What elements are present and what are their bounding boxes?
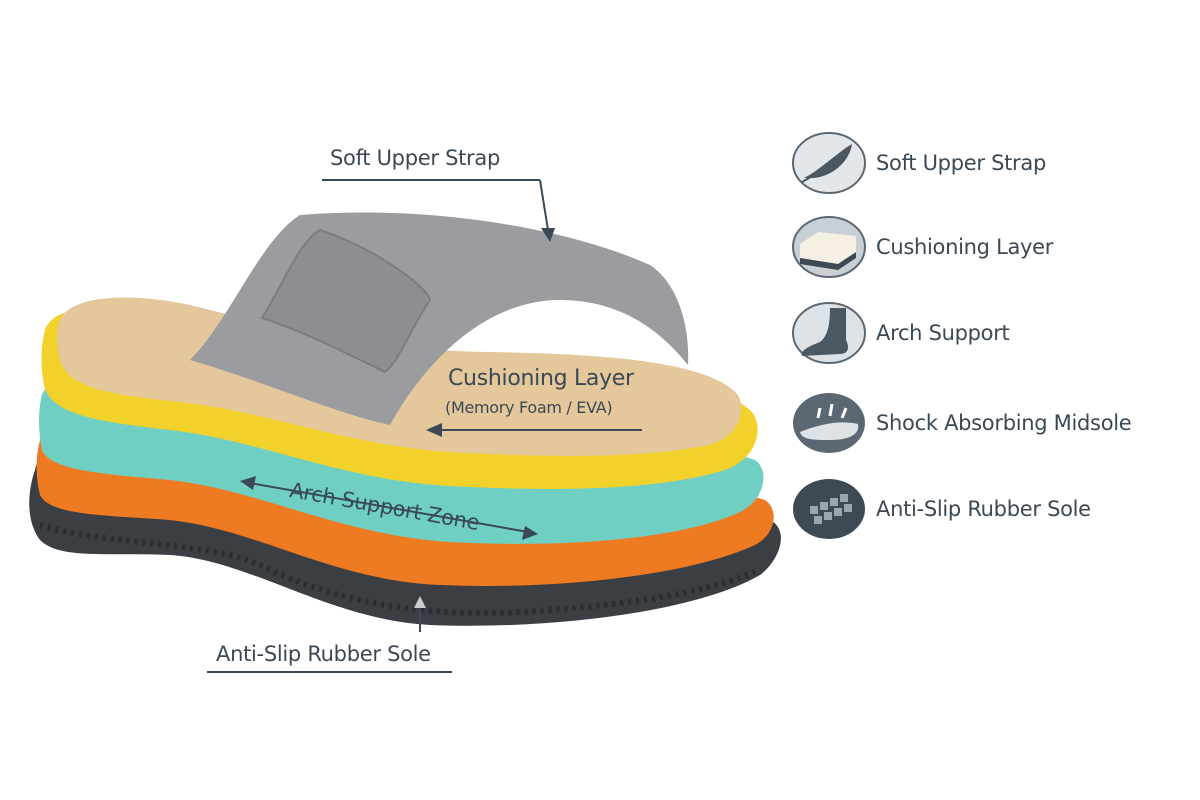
feature-arch-support: Arch Support xyxy=(790,298,1010,368)
feature-shock-absorbing-midsole: Shock Absorbing Midsole xyxy=(790,388,1132,458)
callout-strap: Soft Upper Strap xyxy=(330,146,500,170)
sole-arrow-head xyxy=(414,596,426,608)
feather-icon xyxy=(792,132,866,194)
foot-icon xyxy=(792,302,866,364)
feature-anti-slip-rubber-sole: Anti-Slip Rubber Sole xyxy=(790,474,1091,544)
feature-label: Anti-Slip Rubber Sole xyxy=(876,497,1091,521)
callout-sole: Anti-Slip Rubber Sole xyxy=(216,642,431,666)
sole-tread-edge xyxy=(39,522,762,617)
callout-cushion-sub: (Memory Foam / EVA) xyxy=(445,398,613,417)
feature-label: Arch Support xyxy=(876,321,1010,345)
feature-soft-upper-strap: Soft Upper Strap xyxy=(790,128,1046,198)
feature-label: Soft Upper Strap xyxy=(876,151,1046,175)
feature-label: Shock Absorbing Midsole xyxy=(876,411,1132,435)
feature-cushioning-layer: Cushioning Layer xyxy=(790,212,1053,282)
tread-grid-icon xyxy=(793,479,865,539)
foam-block-icon xyxy=(792,216,866,278)
callout-cushion: Cushioning Layer xyxy=(448,366,634,391)
velcro-tab xyxy=(260,228,432,374)
shock-midsole-icon xyxy=(793,393,865,453)
feature-label: Cushioning Layer xyxy=(876,235,1054,259)
